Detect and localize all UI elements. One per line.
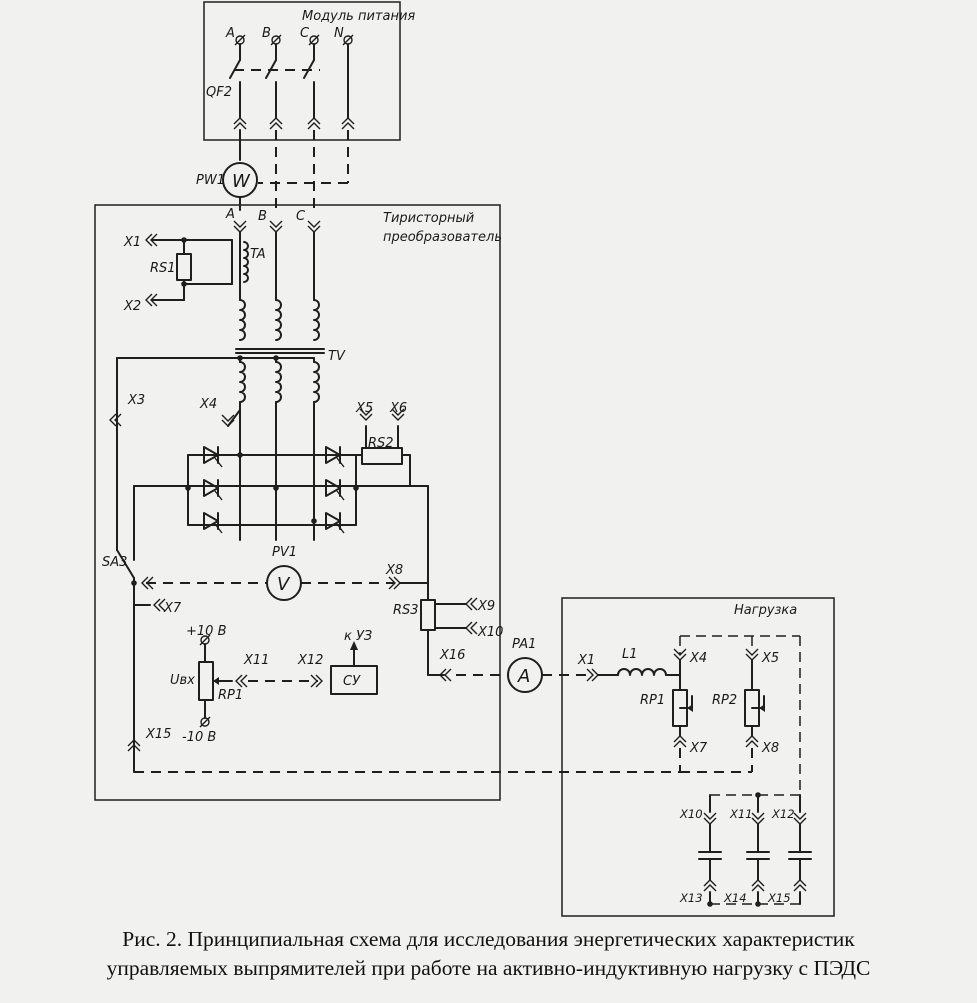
load-label-x13: X13 [679, 891, 703, 905]
label-x1: X1 [123, 235, 141, 250]
ammeter-pa1: A PA1 [456, 637, 590, 693]
label-x15: X15 [145, 727, 171, 742]
load-label-rp1: RP1 [640, 693, 665, 708]
power-module: Модуль питания A B C N QF2 [203, 1, 415, 141]
label-tv: TV [328, 349, 346, 364]
thyristor-converter: Тиристорный преобразователь A B C TA X1 … [94, 204, 680, 801]
phase-c-label: C [296, 209, 306, 224]
label-plus10: +10 В [186, 624, 227, 639]
label-x2: X2 [123, 299, 141, 314]
label-pw1: PW1 [196, 173, 225, 188]
label-minus10: -10 В [182, 730, 216, 745]
terminal-a: A [225, 26, 235, 41]
label-pa1: PA1 [512, 637, 536, 652]
phase-a-label: A [225, 207, 235, 222]
load-label-x11: X11 [729, 807, 753, 821]
label-x5: X5 [355, 401, 373, 416]
inter-module-wiring [239, 129, 349, 211]
label-pv1: PV1 [272, 545, 297, 560]
load-label-x1: X1 [577, 653, 595, 668]
label-sa3: SA3 [102, 555, 127, 570]
load-label-x5: X5 [761, 651, 779, 666]
figure-caption: Рис. 2. Принципиальная схема для исследо… [0, 925, 977, 983]
load-label-l1: L1 [622, 647, 638, 662]
load-label-x7: X7 [689, 741, 708, 756]
converter-title-line1: Тиристорный [383, 211, 474, 226]
caption-line-2: управляемых выпрямителей при работе на а… [106, 956, 871, 980]
converter-title-line2: преобразователь [383, 230, 502, 245]
load-title: Нагрузка [734, 603, 797, 618]
load-label-x12: X12 [771, 807, 795, 821]
label-ky3: к УЗ [344, 629, 372, 644]
load-label-x8: X8 [761, 741, 779, 756]
label-x10: X10 [477, 625, 503, 640]
label-cy: СУ [343, 674, 361, 689]
caption-line-1: Рис. 2. Принципиальная схема для исследо… [122, 927, 855, 951]
label-ubx: Uвх [170, 673, 195, 688]
load-module: Нагрузка X1 L1 X4 RP1 X7 X5 RP2 [561, 597, 835, 917]
label-x8: X8 [385, 563, 403, 578]
label-ta: TA [250, 247, 266, 262]
load-label-rp2: RP2 [712, 693, 737, 708]
load-label-x14: X14 [723, 891, 747, 905]
wattmeter-pw1: W PW1 [196, 162, 258, 198]
terminal-b: B [262, 26, 271, 41]
terminal-n: N [334, 26, 344, 41]
label-rs3: RS3 [393, 603, 419, 618]
voltmeter-symbol: V [277, 574, 291, 595]
ammeter-symbol: A [517, 666, 530, 687]
load-label-x4: X4 [689, 651, 707, 666]
label-x7: X7 [163, 601, 182, 616]
label-x16: X16 [439, 648, 465, 663]
label-x9: X9 [477, 599, 495, 614]
terminal-c: C [300, 26, 310, 41]
phase-b-label: B [258, 209, 267, 224]
label-rp1: RP1 [218, 688, 243, 703]
label-rs2: RS2 [368, 436, 394, 451]
label-x12: X12 [297, 653, 323, 668]
label-x3: X3 [127, 393, 145, 408]
label-rs1: RS1 [150, 261, 176, 276]
label-x4: X4 [199, 397, 217, 412]
load-label-x15: X15 [767, 891, 791, 905]
power-module-title: Модуль питания [302, 9, 415, 24]
label-x11: X11 [243, 653, 269, 668]
wattmeter-symbol: W [232, 171, 251, 192]
label-x6: X6 [389, 401, 407, 416]
label-qf2: QF2 [206, 85, 232, 100]
load-label-x10: X10 [679, 807, 703, 821]
